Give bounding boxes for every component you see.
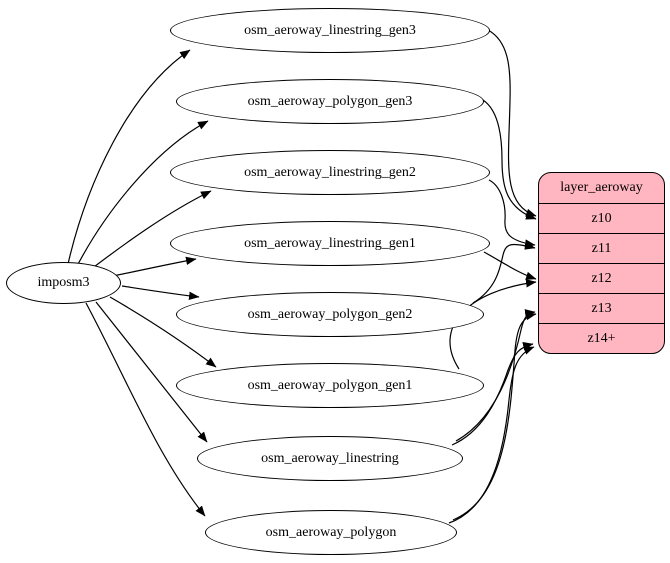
edge-imposm3-to-linestring-gen2 xyxy=(85,190,212,274)
edge-imposm3-to-linestring xyxy=(95,301,208,443)
table-node-osm-aeroway-polygon: osm_aeroway_polygon xyxy=(205,510,457,555)
table-node-label: osm_aeroway_linestring_gen2 xyxy=(244,164,416,180)
edge-polygon-gen2-to-z11 xyxy=(472,241,536,304)
edge-linestring-to-z14 xyxy=(451,341,534,446)
layer-row-z14plus: z14+ xyxy=(539,323,664,353)
layer-row-z13: z13 xyxy=(539,293,664,323)
edge-linestring-gen1-to-z12 xyxy=(483,251,537,280)
table-node-osm-aeroway-linestring: osm_aeroway_linestring xyxy=(197,436,463,481)
table-node-osm-aeroway-polygon-gen2: osm_aeroway_polygon_gen2 xyxy=(176,292,484,337)
table-node-label: osm_aeroway_polygon_gen3 xyxy=(247,93,413,109)
edge-imposm3-to-polygon-gen1 xyxy=(109,296,217,368)
source-node-imposm3: imposm3 xyxy=(6,262,121,304)
table-node-label: osm_aeroway_polygon xyxy=(265,524,397,540)
table-node-label: osm_aeroway_linestring_gen3 xyxy=(244,22,416,38)
layer-record-title: layer_aeroway xyxy=(560,180,643,195)
edge-imposm3-to-polygon-gen3 xyxy=(75,120,209,269)
layer-record-node: layer_aeroway z10 z11 z12 z13 z14+ xyxy=(538,172,665,354)
edge-polygon-to-z14 xyxy=(448,346,535,524)
edge-imposm3-to-linestring-gen3 xyxy=(67,49,191,265)
layer-row-z10: z10 xyxy=(539,203,664,233)
table-node-label: osm_aeroway_linestring_gen1 xyxy=(244,235,416,251)
layer-row-z11: z11 xyxy=(539,233,664,263)
edge-polygon-to-z13 xyxy=(452,311,537,521)
edge-imposm3-to-polygon-gen2 xyxy=(121,285,200,301)
table-node-label: osm_aeroway_polygon_gen2 xyxy=(247,306,413,322)
table-node-osm-aeroway-polygon-gen3: osm_aeroway_polygon_gen3 xyxy=(176,79,484,124)
table-node-osm-aeroway-polygon-gen1: osm_aeroway_polygon_gen1 xyxy=(176,363,484,408)
table-node-osm-aeroway-linestring-gen3: osm_aeroway_linestring_gen3 xyxy=(170,8,490,53)
source-node-label: imposm3 xyxy=(37,275,90,290)
table-node-osm-aeroway-linestring-gen2: osm_aeroway_linestring_gen2 xyxy=(170,150,490,195)
edge-linestring-gen3-to-z10 xyxy=(487,29,537,217)
layer-row-z12: z12 xyxy=(539,263,664,293)
edge-linestring-gen2-to-z11 xyxy=(488,179,536,248)
edge-imposm3-to-polygon xyxy=(85,302,206,517)
table-node-osm-aeroway-linestring-gen1: osm_aeroway_linestring_gen1 xyxy=(170,221,490,266)
table-node-label: osm_aeroway_linestring xyxy=(261,450,399,466)
table-node-label: osm_aeroway_polygon_gen1 xyxy=(247,377,413,393)
edge-polygon-gen3-to-z10 xyxy=(482,99,537,220)
